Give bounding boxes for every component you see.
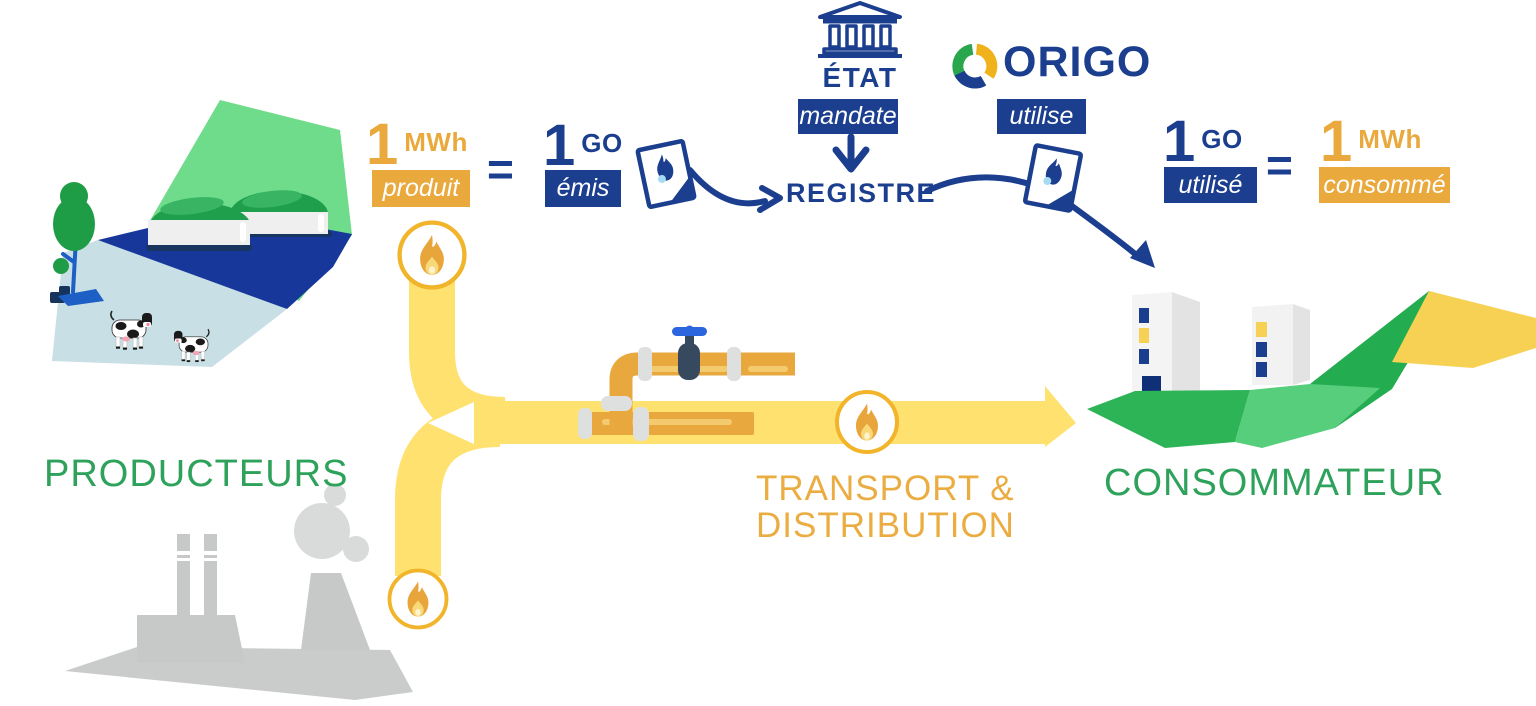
producer-equation-rhs: 1 GO [543,113,623,178]
transport-label-line1: TRANSPORT & [756,469,1015,508]
consumer-landscape-front [1087,384,1380,448]
flame-circle-icon [837,392,897,452]
mandate-badge: mandate [798,99,898,134]
cow-icon [110,310,152,350]
arrowhead-to-consumer [1130,240,1155,268]
factory-illustration [65,484,413,700]
biogas-plant-illustration [50,100,352,367]
registre-label: REGISTRE [786,178,937,208]
equals-sign: = [487,143,514,195]
used-go-number: 1 [1163,109,1196,174]
certificate-flame-icon [637,141,694,207]
consumer-equation-rhs: 1 MWh [1320,109,1422,174]
tree-icon [50,182,104,306]
gas-pipeline [395,262,1076,576]
used-go-unit: GO [1201,123,1243,154]
origo-brand-label: ORIGO [1003,38,1152,86]
producers-label: PRODUCTEURS [44,453,349,495]
consumer-equation-lhs: 1 GO [1163,109,1243,174]
cow-icon [174,328,210,363]
consumed-mwh-number: 1 [1320,109,1353,174]
producer-equation-lhs: 1 MWh [366,112,468,177]
gas-valve-assembly [578,325,795,441]
transport-distribution-label: TRANSPORT & DISTRIBUTION [756,470,1015,544]
flame-circle-icon [400,223,465,288]
produced-mwh-unit: MWh [404,126,468,157]
consumed-mwh-unit: MWh [1358,123,1422,154]
consumed-state-badge: consommé [1319,167,1450,203]
government-building-icon [818,1,902,58]
emitted-go-unit: GO [581,127,623,158]
gas-valve-icon [672,325,707,380]
arrowhead-to-registre [757,185,783,213]
produced-mwh-number: 1 [366,112,399,177]
residential-buildings-illustration [1132,292,1310,408]
certificate-flame-icon [1025,145,1081,211]
flame-circle-icon [390,571,447,628]
emitted-state-badge: émis [545,170,621,207]
equals-sign: = [1266,139,1293,191]
utilise-badge: utilise [997,99,1086,134]
used-state-badge: utilisé [1164,167,1257,203]
transport-label-line2: DISTRIBUTION [756,506,1015,545]
origo-logo-icon [952,43,998,89]
produced-state-badge: produit [372,170,470,207]
consumer-label: CONSOMMATEUR [1104,462,1445,504]
emitted-go-number: 1 [543,113,576,178]
etat-label: ÉTAT [822,62,898,93]
